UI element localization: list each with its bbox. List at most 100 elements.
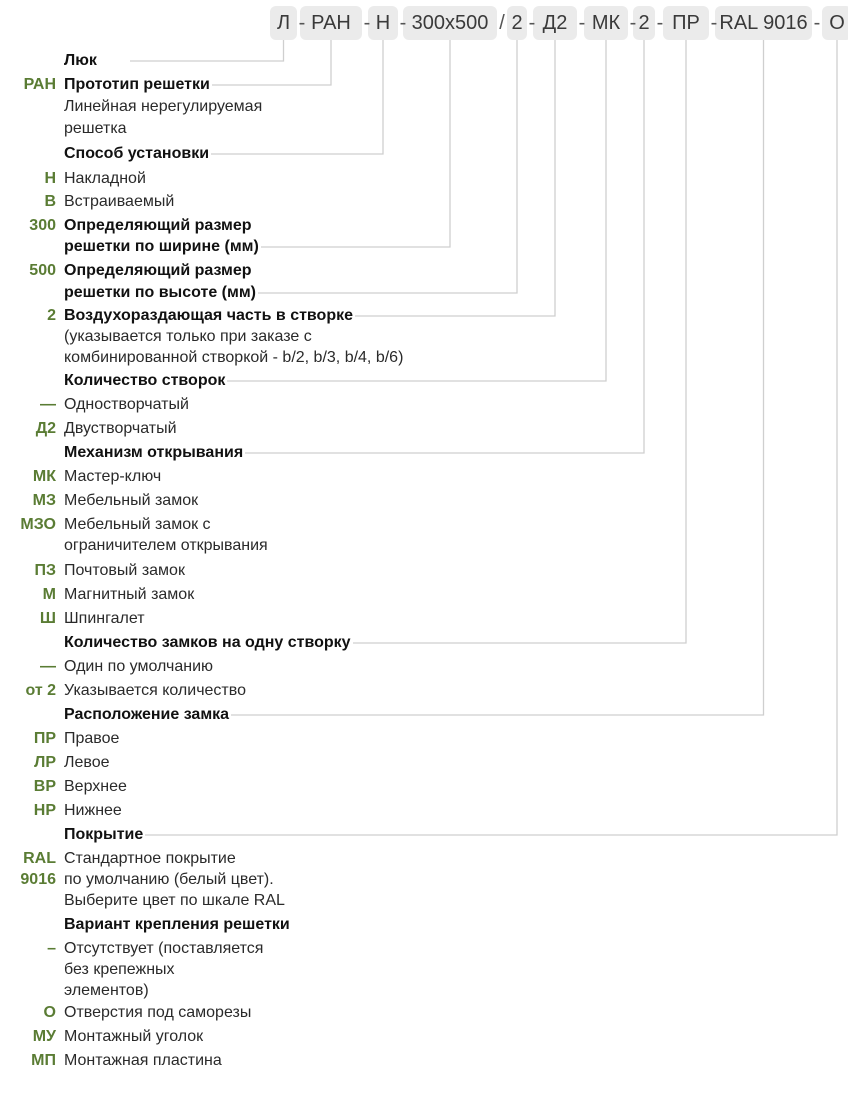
- option-description: Монтажная пластина: [64, 1052, 222, 1069]
- option-description: Почтовый замок: [64, 562, 185, 579]
- option-description: ограничителем открывания: [64, 537, 268, 554]
- legend-item-row: Н Накладной: [0, 168, 848, 190]
- legend-item-row: Выберите цвет по шкале RAL: [0, 890, 848, 912]
- parameter-heading: решетки по высоте (мм): [64, 282, 258, 304]
- connector-line: [130, 40, 765, 716]
- option-description: по умолчанию (белый цвет).: [64, 871, 274, 888]
- option-code: 300: [29, 217, 56, 234]
- legend-heading-row: 300 Определяющий размер: [0, 215, 848, 237]
- option-description: Шпингалет: [64, 610, 145, 627]
- option-description: Монтажный уголок: [64, 1028, 204, 1045]
- parameter-heading: Количество замков на одну створку: [64, 632, 353, 654]
- option-description: Левое: [64, 754, 110, 771]
- order-code-segment: 300х500: [403, 6, 497, 40]
- option-code: RAL: [23, 850, 56, 867]
- connector-line: [130, 40, 645, 454]
- order-code-separator: -: [528, 12, 536, 34]
- legend-item-row: решетка: [0, 118, 848, 140]
- legend-item-row: МП Монтажная пластина: [0, 1050, 848, 1072]
- legend-item-row: — Один по умолчанию: [0, 656, 848, 678]
- parameter-heading: Механизм открывания: [64, 442, 246, 464]
- option-code: –: [47, 940, 56, 957]
- legend-heading-row: Люк: [0, 50, 848, 72]
- option-description: Линейная нерегулируемая: [64, 98, 263, 115]
- option-code: от 2: [25, 682, 56, 699]
- legend-item-row: В Встраиваемый: [0, 191, 848, 213]
- option-code: ПЗ: [34, 562, 56, 579]
- order-code-segment: RAL 9016: [715, 6, 812, 40]
- option-description: Встраиваемый: [64, 193, 175, 210]
- option-code: МП: [31, 1052, 56, 1069]
- order-code-segment: ПР: [663, 6, 709, 40]
- legend-item-row: от 2 Указывается количество: [0, 680, 848, 702]
- option-description: Один по умолчанию: [64, 658, 214, 675]
- option-code: В: [44, 193, 56, 210]
- option-description: Одностворчатый: [64, 396, 189, 413]
- legend-heading-row: Вариант крепления решетки: [0, 914, 848, 936]
- order-code-segment: 2: [633, 6, 655, 40]
- option-description: решетка: [64, 120, 127, 137]
- legend-item-row: 9016 по умолчанию (белый цвет).: [0, 869, 848, 891]
- connector-line: [130, 40, 518, 294]
- option-code: О: [43, 1004, 56, 1021]
- connector-line: [130, 40, 285, 62]
- order-code-separator: -: [298, 12, 306, 34]
- connector-line: [130, 40, 384, 155]
- legend-heading-row: решетки по ширине (мм): [0, 236, 848, 258]
- parameter-heading: Определяющий размер: [64, 215, 254, 237]
- option-description: комбинированной створкой - b/2, b/3, b/4…: [64, 349, 404, 366]
- legend-heading-row: решетки по высоте (мм): [0, 282, 848, 304]
- legend-heading-row: Расположение замка: [0, 704, 848, 726]
- order-code-separator: -: [656, 12, 664, 34]
- legend-heading-row: Количество замков на одну створку: [0, 632, 848, 654]
- legend-item-row: Линейная нерегулируемая: [0, 96, 848, 118]
- option-description: Мебельный замок: [64, 492, 199, 509]
- order-code-separator: -: [578, 12, 586, 34]
- option-code: Н: [44, 170, 56, 187]
- connector-line: [130, 40, 607, 382]
- option-description: Отсутствует (поставляется: [64, 940, 264, 957]
- order-code-separator: -: [629, 12, 637, 34]
- order-code-segment: Н: [368, 6, 398, 40]
- order-code-segment: О: [822, 6, 848, 40]
- legend-item-row: ограничителем открывания: [0, 535, 848, 557]
- order-code-separator: -: [813, 12, 821, 34]
- parameter-heading: Прототип решетки: [64, 74, 212, 96]
- parameter-heading: Расположение замка: [64, 704, 232, 726]
- option-description: элементов): [64, 982, 149, 999]
- option-code: 2: [47, 307, 56, 324]
- legend-item-row: элементов): [0, 980, 848, 1002]
- parameter-heading: Воздухораздающая часть в створке: [64, 305, 355, 327]
- legend-item-row: О Отверстия под саморезы: [0, 1002, 848, 1024]
- legend-item-row: комбинированной створкой - b/2, b/3, b/4…: [0, 347, 848, 369]
- option-description: (указывается только при заказе с: [64, 328, 312, 345]
- option-description: Выберите цвет по шкале RAL: [64, 892, 285, 909]
- option-description: Магнитный замок: [64, 586, 195, 603]
- parameter-heading: Люк: [64, 50, 99, 72]
- legend-item-row: МЗ Мебельный замок: [0, 490, 848, 512]
- option-code: —: [40, 658, 56, 675]
- option-code: 9016: [20, 871, 56, 888]
- option-description: Указывается количество: [64, 682, 246, 699]
- option-description: Накладной: [64, 170, 146, 187]
- connector-line: [130, 40, 838, 836]
- option-description: без крепежных: [64, 961, 175, 978]
- option-code: МЗО: [20, 516, 56, 533]
- parameter-heading: Способ установки: [64, 143, 212, 165]
- option-code: МЗ: [32, 492, 56, 509]
- option-description: Отверстия под саморезы: [64, 1004, 252, 1021]
- option-description: Мастер-ключ: [64, 468, 162, 485]
- option-code: МК: [32, 468, 56, 485]
- option-description: Стандартное покрытие: [64, 850, 236, 867]
- option-code: Д2: [35, 420, 56, 437]
- option-code: ПР: [33, 730, 56, 747]
- option-code: Ш: [39, 610, 56, 627]
- parameter-heading: решетки по ширине (мм): [64, 236, 261, 258]
